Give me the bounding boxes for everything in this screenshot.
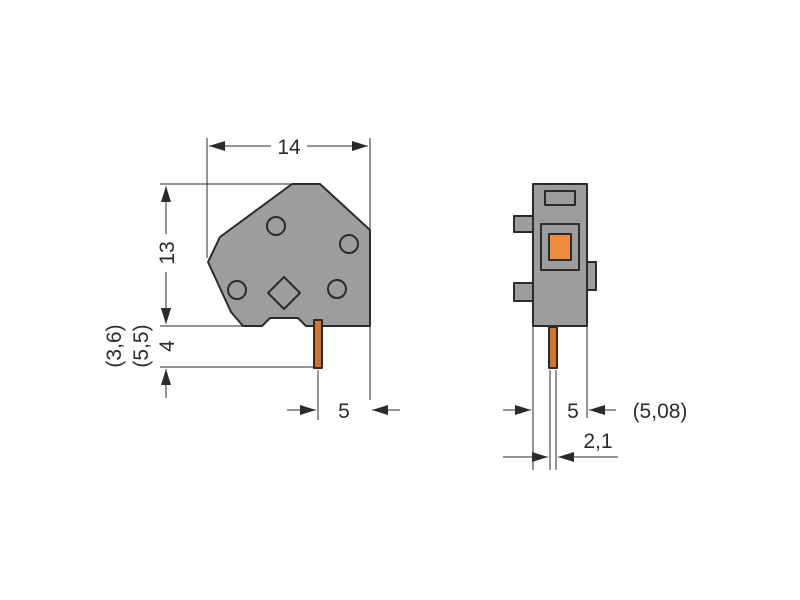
- dim-14-arrow-left: [209, 141, 225, 151]
- front-view: 5 (5,08) 2,1: [503, 183, 688, 470]
- front-tab-upper: [513, 215, 535, 233]
- dim-pin-diameter: 2,1: [583, 430, 612, 453]
- dim-front5-arrow-right: [589, 405, 605, 415]
- side-hole-left-icon: [227, 280, 247, 300]
- dim-pin-alt-a: (3,6): [103, 324, 126, 367]
- dim-side5-arrow-left: [300, 405, 316, 415]
- dim-side-width: 14: [277, 136, 301, 159]
- dim-side5-arrow-right: [372, 405, 388, 415]
- front-tab-lower: [513, 282, 535, 302]
- side-pin: [313, 319, 323, 369]
- front-slot: [544, 190, 576, 206]
- dim-side-height: 13: [156, 241, 179, 264]
- side-diamond-icon: [267, 276, 301, 310]
- dim-4-arrow-top: [161, 308, 171, 324]
- dim-front-pitch-alt: (5,08): [633, 400, 688, 423]
- side-hole-bottom-icon: [327, 279, 347, 299]
- front-button-frame: [540, 223, 580, 271]
- front-button: [548, 233, 572, 261]
- dim-front-pitch: 5: [567, 400, 579, 423]
- dim-front5-arrow-left: [515, 405, 531, 415]
- side-hole-top-icon: [266, 216, 286, 236]
- dim-pin-alt-b: (5,5): [130, 324, 153, 367]
- side-view: 14 13 4 (3,6) (5,5) 5: [103, 136, 400, 423]
- dim-13-arrow-top: [161, 186, 171, 202]
- dim-pin-length: 4: [156, 340, 179, 352]
- dim-pin-arrow-right: [558, 452, 574, 462]
- dim-side-pitch: 5: [338, 400, 350, 423]
- dim-pin-arrow-left: [532, 452, 548, 462]
- side-hole-right-icon: [339, 234, 359, 254]
- dim-14-arrow-right: [352, 141, 368, 151]
- front-pin: [548, 326, 558, 369]
- dim-4-arrow-bottom: [161, 369, 171, 385]
